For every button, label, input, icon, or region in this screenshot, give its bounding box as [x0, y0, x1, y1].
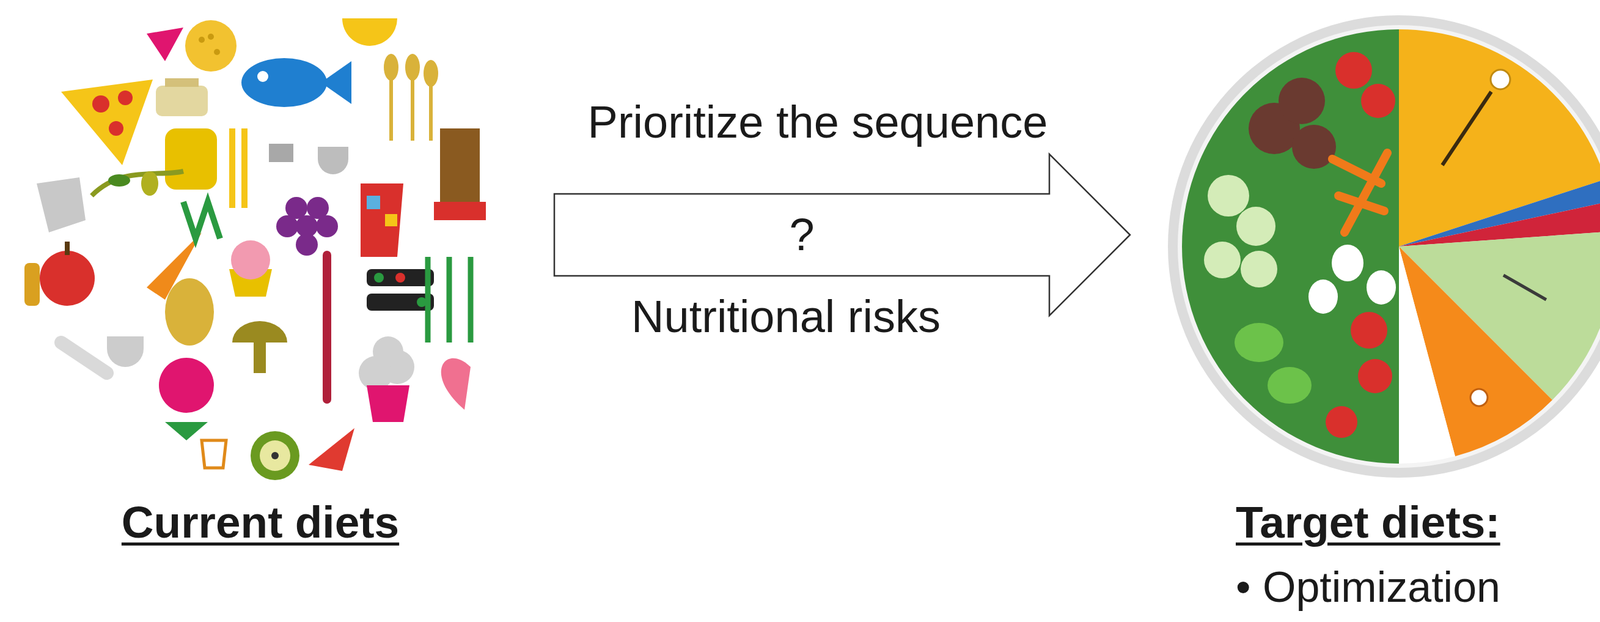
food-collage-circle: Current diets [27, 12, 494, 478]
diagram-heading: Target diets: [1235, 496, 1501, 548]
arrow-label: ? [788, 208, 815, 261]
block-arrow [554, 154, 1131, 316]
bullet-text: • Optimization [1235, 562, 1501, 612]
diagram-heading: Current diets [121, 496, 400, 548]
plate-illustration [1167, 15, 1600, 478]
food-collage [24, 18, 486, 480]
note-label: Prioritize the sequence [587, 95, 1049, 148]
plate-circle: Target diets:• Optimization [1167, 15, 1600, 478]
note-label: Nutritional risks [631, 290, 941, 343]
